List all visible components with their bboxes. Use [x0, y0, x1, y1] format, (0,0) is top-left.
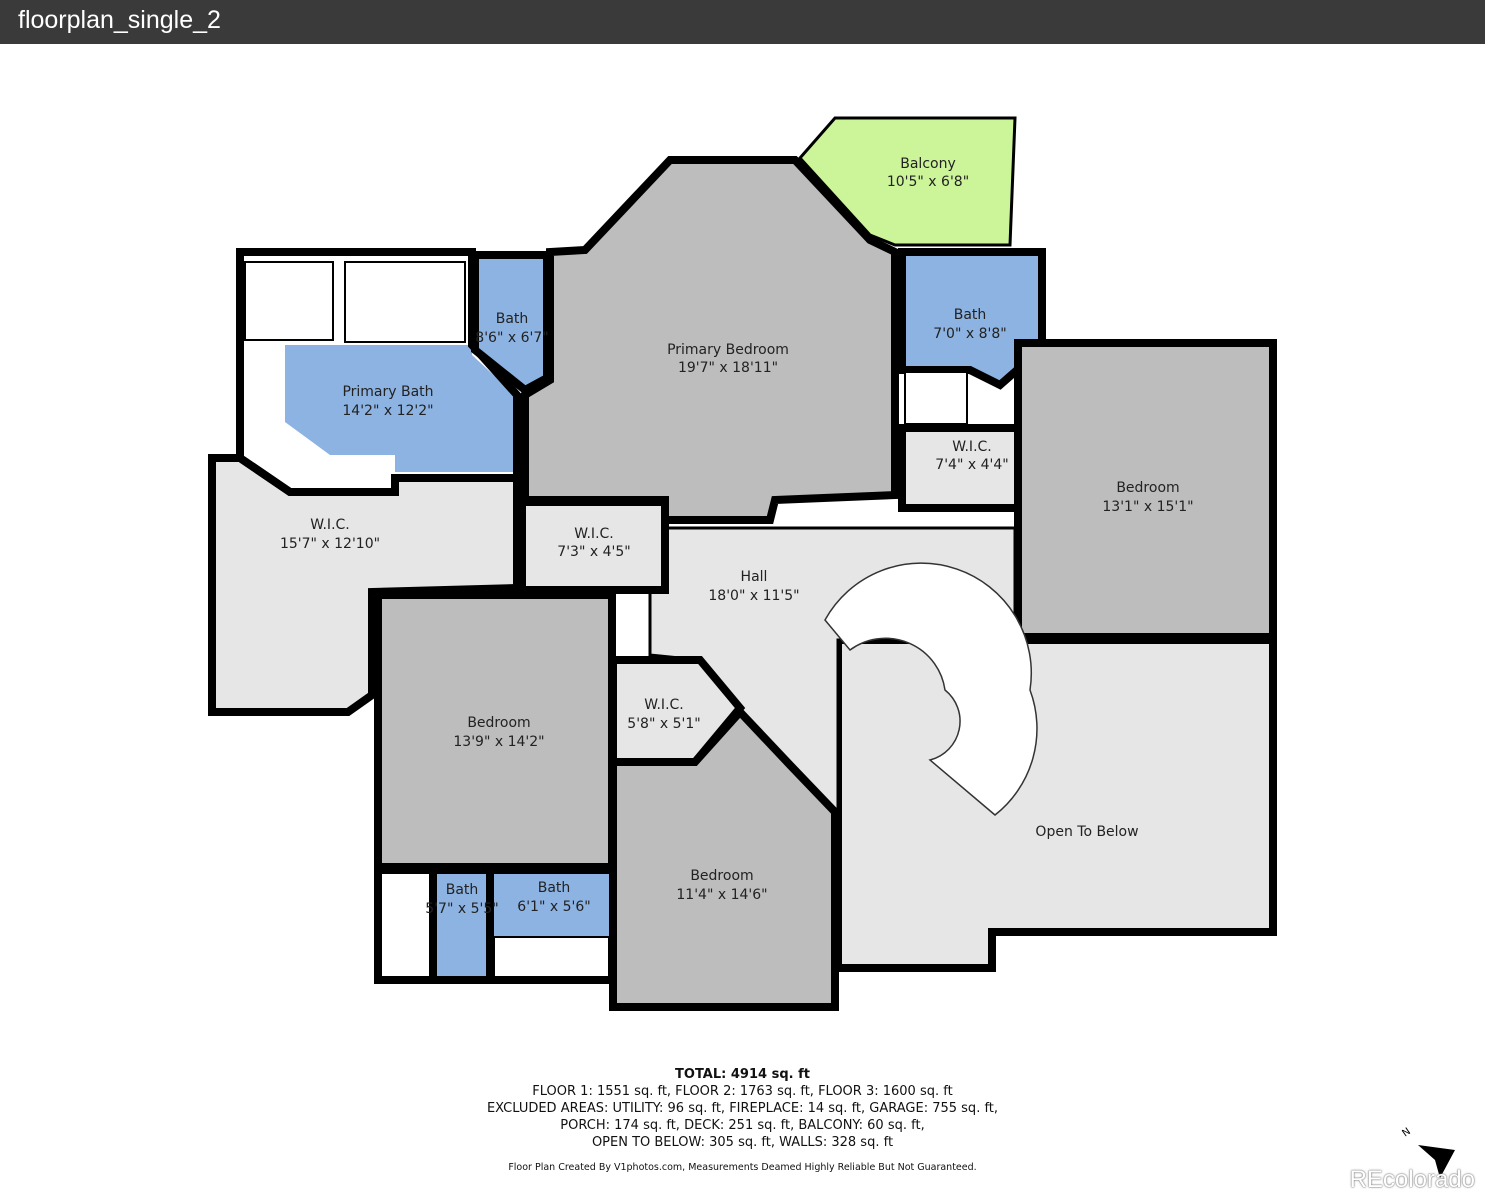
room-bedroom-bottom: [609, 706, 839, 1011]
room-dims: 10'5" x 6'8": [887, 174, 969, 190]
room-label: Bath: [954, 307, 987, 323]
room-primary-bath: [285, 345, 515, 472]
room-dims: 5'8" x 5'1": [627, 716, 700, 732]
room-dims: 15'7" x 12'10": [280, 536, 380, 552]
room-bath-small: [471, 251, 551, 395]
room-label: Bath: [446, 882, 479, 898]
stairs: [824, 562, 1038, 816]
room-dims: 8'6" x 6'7": [475, 330, 548, 346]
room-label: Open To Below: [1035, 824, 1138, 840]
room-dims: 18'0" x 11'5": [708, 588, 799, 604]
room-dims: 13'1" x 15'1": [1102, 499, 1193, 515]
excluded-areas-2: PORCH: 174 sq. ft, DECK: 251 sq. ft, BAL…: [560, 1118, 925, 1133]
room-label: Primary Bedroom: [667, 342, 789, 358]
room-bath-bottom-tub: [374, 866, 437, 984]
room-label: Bath: [496, 311, 529, 327]
room-open-to-below: [834, 636, 1277, 972]
room-label: Bath: [538, 880, 571, 896]
room-bedroom-right: [1014, 339, 1277, 641]
fixture-vanity: [493, 936, 610, 978]
room-label: W.I.C.: [310, 517, 350, 533]
room-dims: 19'7" x 18'11": [678, 360, 778, 376]
room-primary-bedroom: [521, 156, 899, 524]
room-dims: 7'3" x 4'5": [557, 544, 630, 560]
room-label: Bedroom: [467, 715, 530, 731]
room-dims: 14'2" x 12'2": [342, 403, 433, 419]
room-dims: 7'0" x 8'8": [933, 326, 1006, 342]
room-label: Hall: [741, 569, 768, 585]
room-bedroom-left: [374, 591, 616, 871]
room-dims: 6'1" x 5'6": [517, 899, 590, 915]
room-label: W.I.C.: [952, 439, 992, 455]
fixture-shower-right: [904, 371, 968, 425]
title-bar: floorplan_single_2: [0, 0, 1485, 44]
watermark: REcolorado: [1349, 1166, 1475, 1193]
room-dims: 5'7" x 5'5": [425, 901, 498, 917]
room-bath-right: [898, 248, 1046, 390]
room-label: W.I.C.: [574, 526, 614, 542]
room-dims: 11'4" x 14'6": [676, 887, 767, 903]
room-label: Primary Bath: [342, 384, 433, 400]
room-label: Bedroom: [1116, 480, 1179, 496]
room-label: Balcony: [900, 156, 956, 172]
fixture-tub: [344, 261, 466, 343]
excluded-areas-1: EXCLUDED AREAS: UTILITY: 96 sq. ft, FIRE…: [486, 1101, 999, 1116]
room-wic-middle: [518, 498, 669, 594]
room-label: Bedroom: [690, 868, 753, 884]
room-dims: 13'9" x 14'2": [453, 734, 544, 750]
excluded-areas-3: OPEN TO BELOW: 305 sq. ft, WALLS: 328 sq…: [591, 1135, 894, 1150]
room-labels: Balcony 10'5" x 6'8" Primary Bedroom 19'…: [280, 156, 1194, 917]
room-dims: 7'4" x 4'4": [935, 457, 1008, 473]
floor-areas: FLOOR 1: 1551 sq. ft, FLOOR 2: 1763 sq. …: [532, 1084, 953, 1099]
fixture-shower: [244, 261, 334, 341]
window-title: floorplan_single_2: [18, 6, 221, 34]
room-label: W.I.C.: [644, 697, 684, 713]
credit-text: Floor Plan Created By V1photos.com, Meas…: [508, 1162, 977, 1173]
total-area: TOTAL: 4914 sq. ft: [675, 1067, 810, 1082]
